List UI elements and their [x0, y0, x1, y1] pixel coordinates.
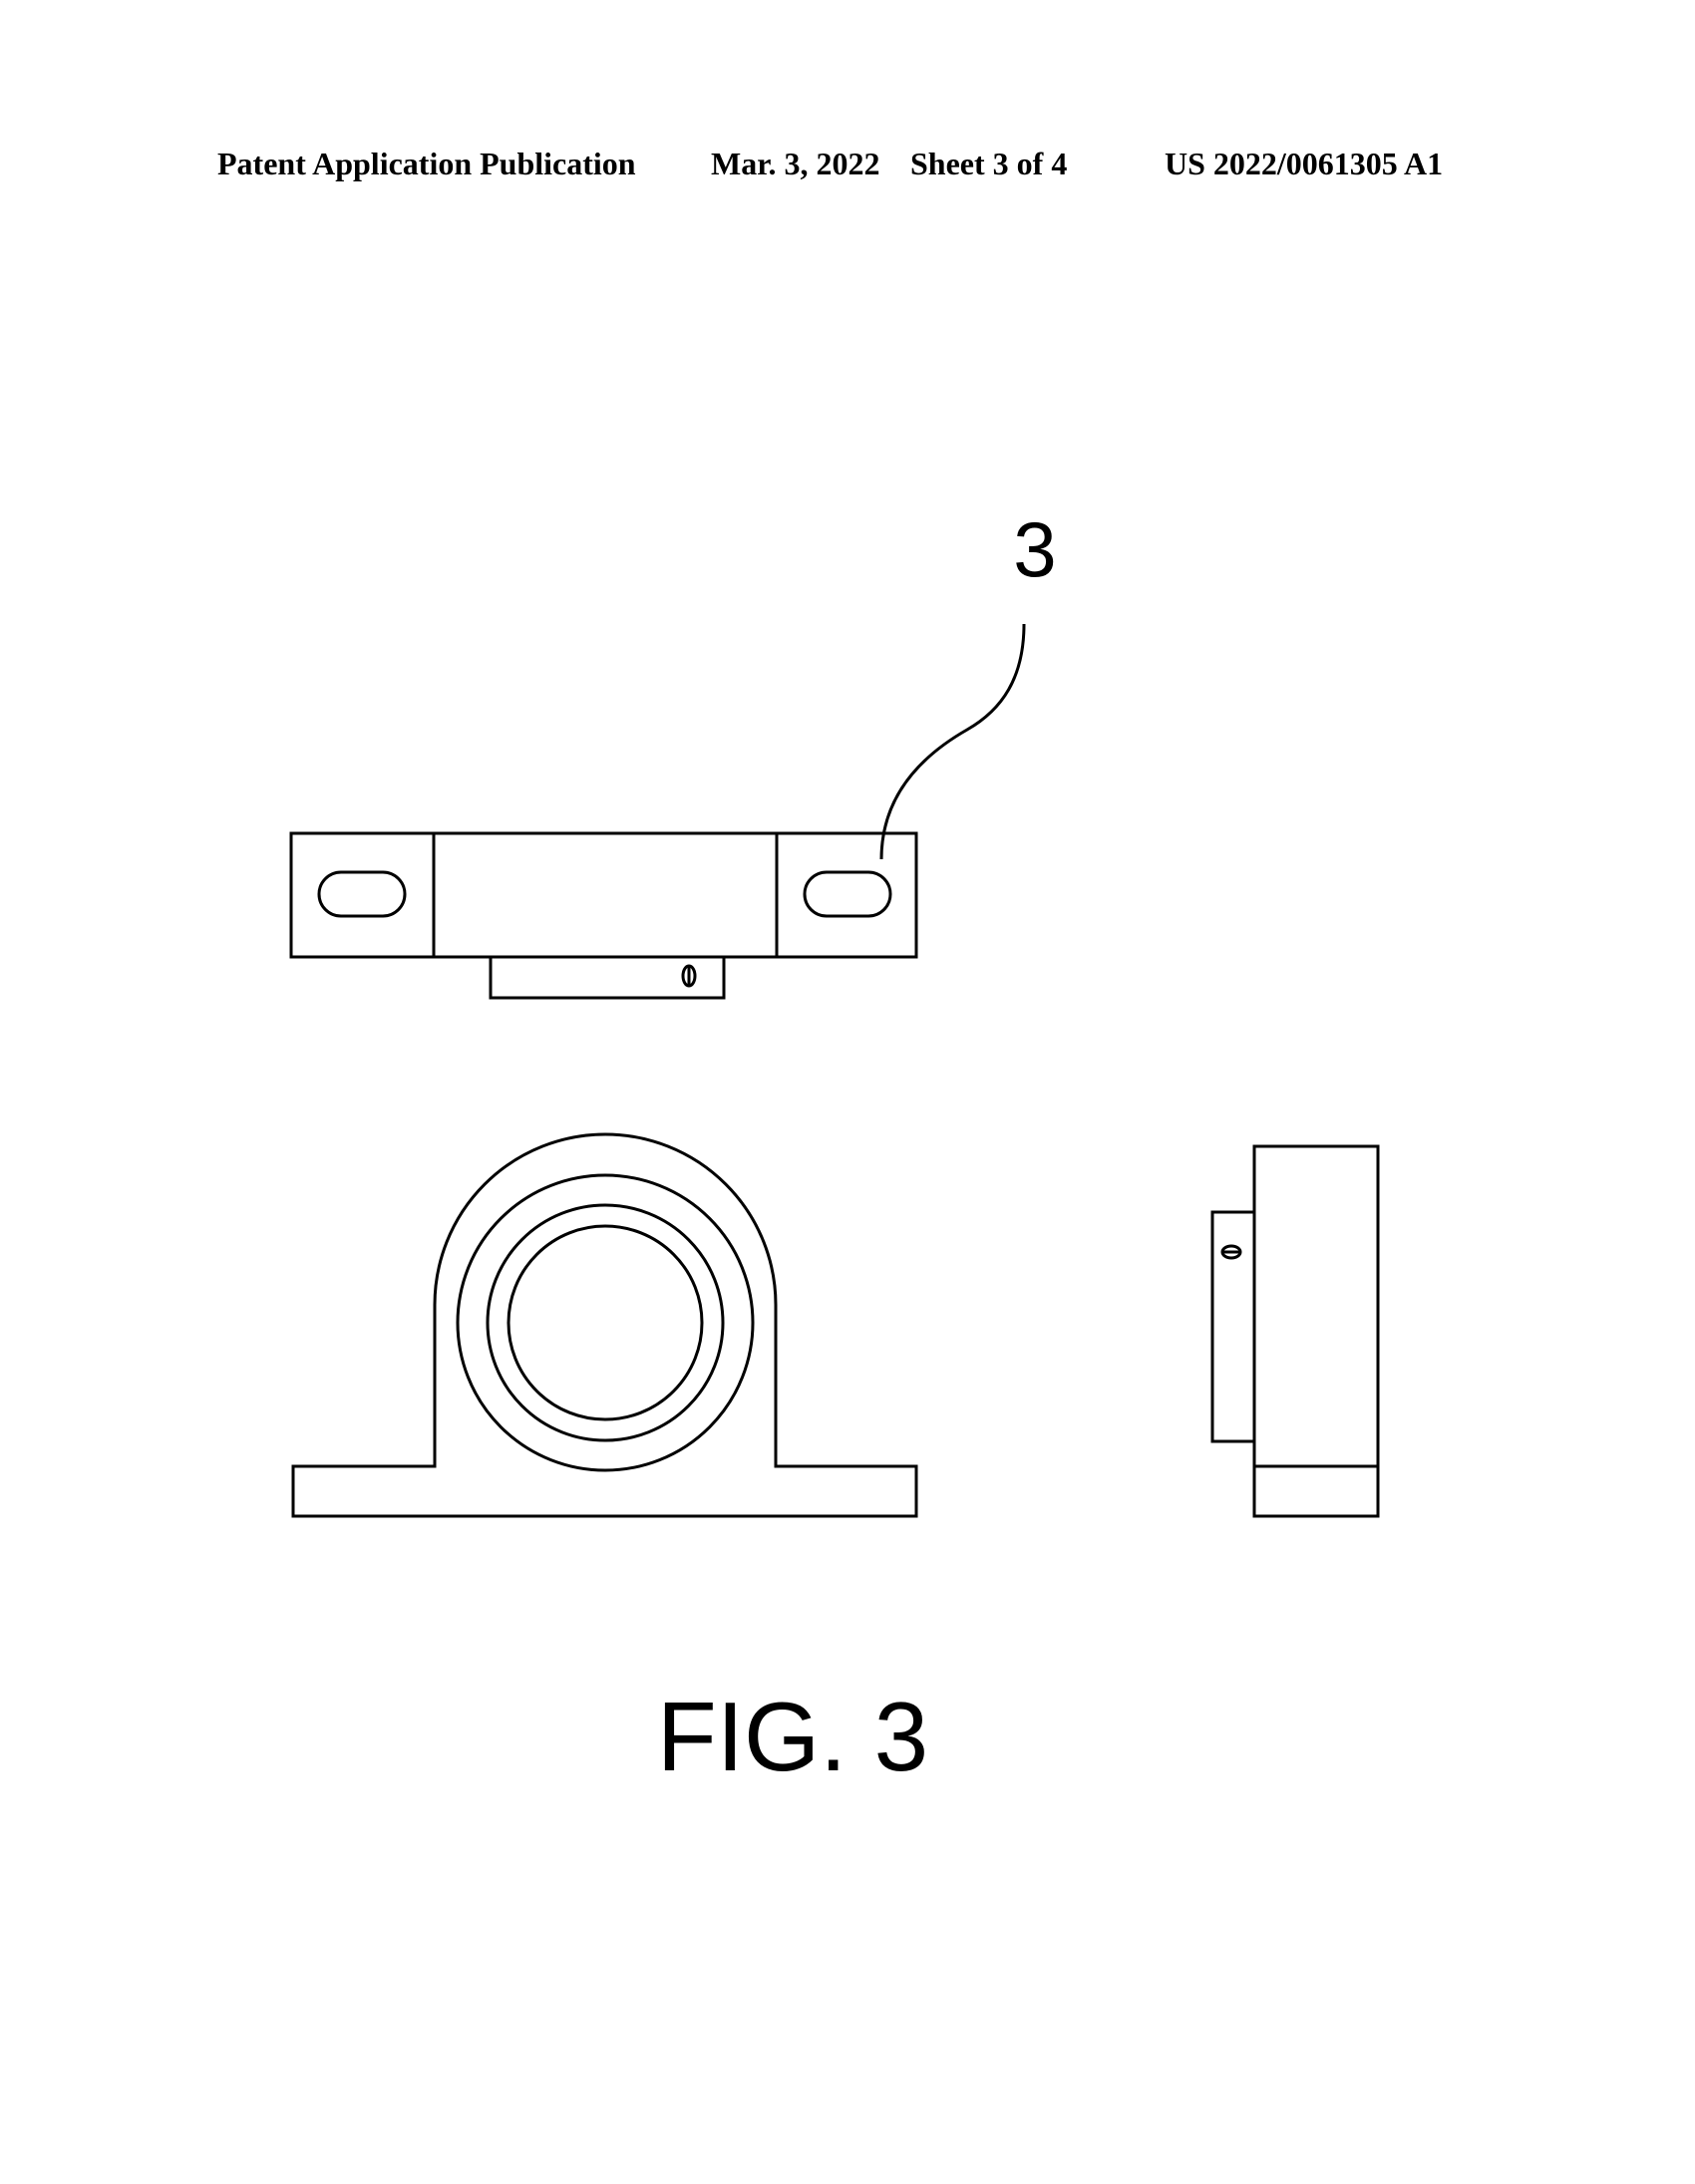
publication-number: US 2022/0061305 A1 — [1165, 146, 1444, 181]
side-view — [1210, 1144, 1380, 1518]
figure-caption: FIG. 3 — [657, 1682, 928, 1791]
reference-numeral: 3 — [1013, 505, 1056, 593]
top-view-housing — [289, 831, 918, 959]
top-view-set-screw — [681, 964, 697, 988]
publication-title: Patent Application Publication — [217, 146, 636, 181]
side-view-housing — [1252, 1144, 1380, 1518]
front-view-bore — [507, 1224, 704, 1421]
side-view-collar — [1210, 1210, 1254, 1443]
publication-date: Mar. 3, 2022 — [711, 146, 880, 181]
front-view-outer-ring — [456, 1173, 755, 1472]
top-view — [289, 831, 918, 1000]
front-view — [291, 1132, 918, 1518]
top-view-slot-right — [803, 870, 892, 918]
top-view-slot-left — [317, 870, 407, 918]
sheet-number: Sheet 3 of 4 — [910, 146, 1068, 181]
top-view-collar — [489, 957, 726, 1000]
front-view-housing-outline — [291, 1132, 918, 1518]
leader-line — [879, 623, 1026, 860]
front-view-middle-ring — [486, 1203, 725, 1442]
